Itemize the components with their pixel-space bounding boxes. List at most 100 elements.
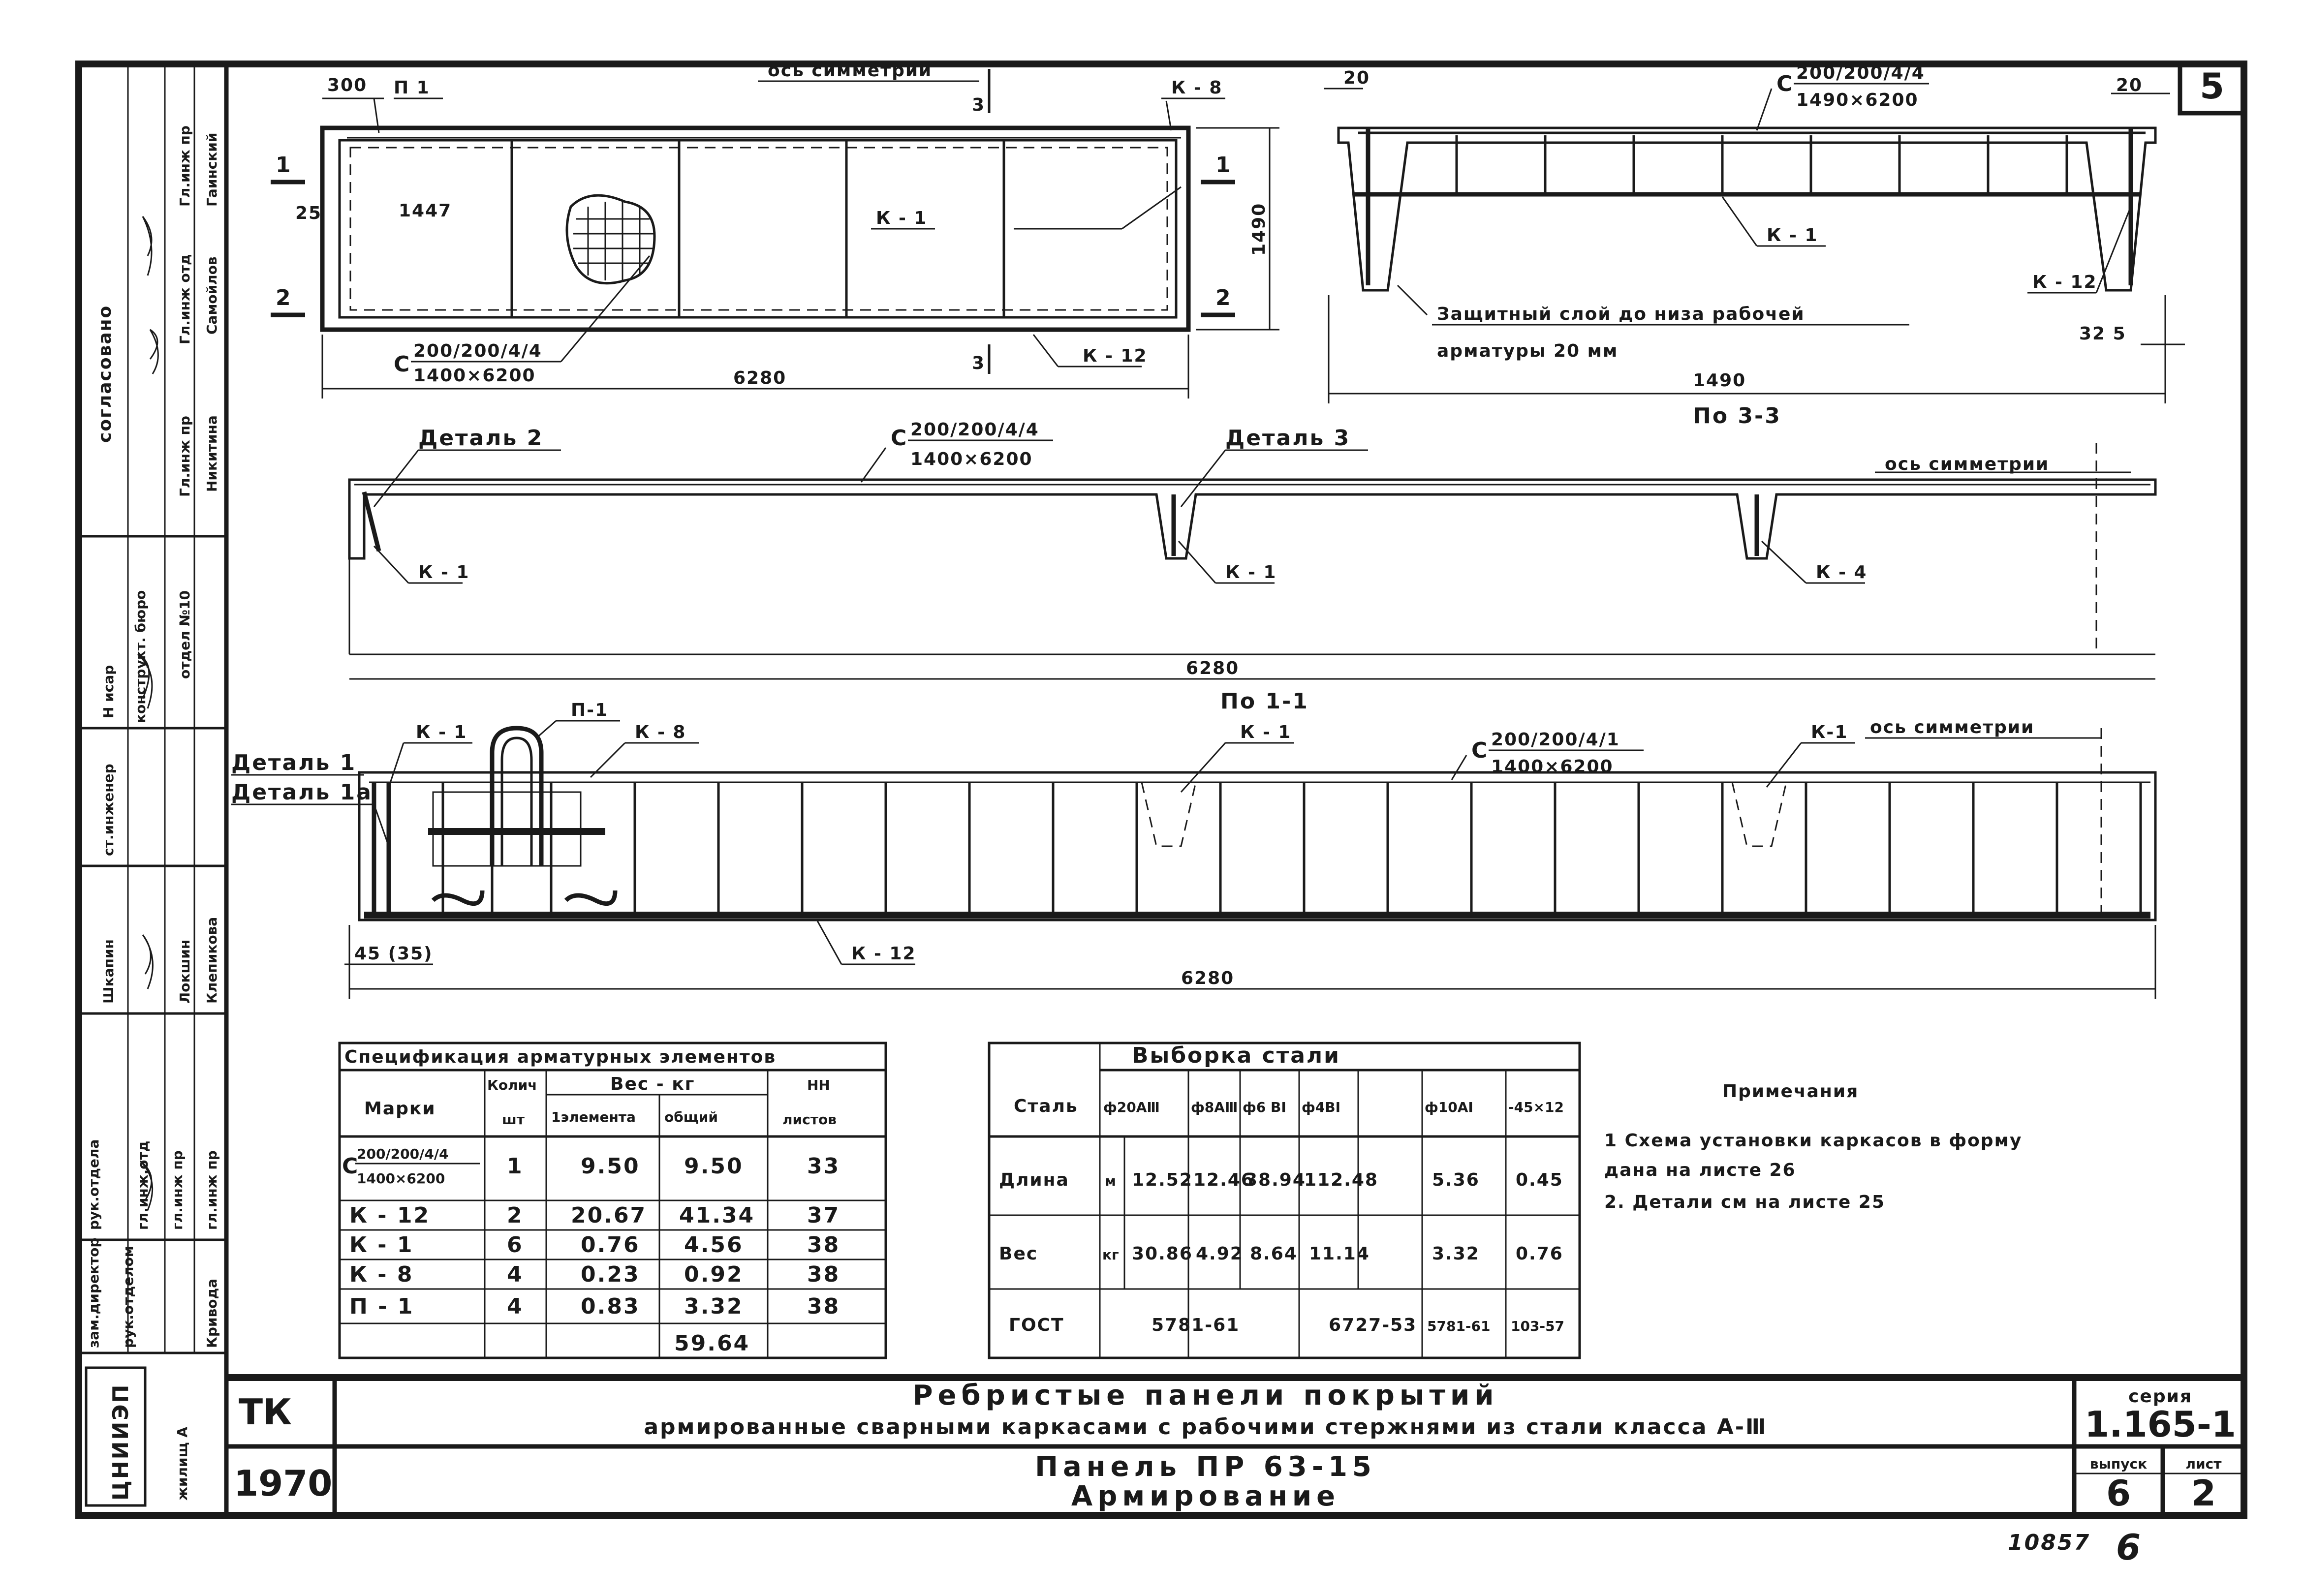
long-outline bbox=[348, 478, 2157, 560]
signature-5 bbox=[139, 1160, 154, 1211]
spec-h-weight: Вес - кг bbox=[610, 1074, 695, 1094]
section11-title: По 1-1 bbox=[1220, 689, 1309, 714]
spec-r1-sheet: 33 bbox=[807, 1154, 840, 1179]
section11-k1-left: К - 1 bbox=[416, 722, 467, 742]
spec-r1-prefix: С bbox=[342, 1154, 359, 1179]
steel-length-unit: м bbox=[1105, 1173, 1116, 1189]
steel-gost-label: ГОСТ bbox=[1009, 1315, 1064, 1335]
long-k1-mid: К - 1 bbox=[1225, 562, 1277, 583]
steel-col-1: ф20АⅢ bbox=[1103, 1099, 1160, 1115]
section-3-3: 20 20 С 200/200/4/4 1490×6200 К - 1 К - … bbox=[1324, 63, 2185, 429]
steel-weight-label: Вес bbox=[999, 1244, 1038, 1264]
plan-section3-top: 3 bbox=[972, 95, 985, 115]
steel-weight-1: 30.86 bbox=[1132, 1244, 1193, 1264]
stamp-name-2: Самойлов bbox=[204, 256, 220, 335]
steel-length-6: 0.45 bbox=[1516, 1170, 1563, 1190]
stamp-role-3: Гл.инж пр bbox=[177, 416, 193, 497]
stamp-number: 10857 bbox=[2008, 1530, 2090, 1555]
section11-k8: К - 8 bbox=[635, 722, 686, 742]
section33-k12: К - 12 bbox=[2032, 272, 2097, 292]
plan-mesh-top: 200/200/4/4 bbox=[413, 341, 542, 361]
spec-title: Спецификация арматурных элементов bbox=[344, 1047, 776, 1067]
note-1b: дана на листе 26 bbox=[1604, 1160, 1796, 1180]
section-1-1: По 1-1 bbox=[231, 689, 2157, 999]
plan-dim-1490: 1490 bbox=[1249, 203, 1269, 256]
steel-h-steel: Сталь bbox=[1014, 1096, 1078, 1116]
section11-dim-6280: 6280 bbox=[1181, 968, 1234, 988]
issue-value: 6 bbox=[2106, 1473, 2131, 1514]
spec-r5-sheet: 38 bbox=[807, 1294, 840, 1319]
spec-r4-mark: К - 8 bbox=[349, 1262, 413, 1287]
stamp-role-1: Гл.инж пр bbox=[177, 125, 193, 207]
steel-length-5: 5.36 bbox=[1432, 1170, 1480, 1190]
spec-h-qty: Колич bbox=[487, 1077, 537, 1093]
title-year: 1970 bbox=[234, 1463, 332, 1504]
section33-k1: К - 1 bbox=[1767, 225, 1818, 246]
stamp-header: согласовано bbox=[95, 305, 115, 443]
title-tk: ТК bbox=[239, 1391, 292, 1433]
spec-r5-total: 3.32 bbox=[684, 1294, 744, 1319]
section11-p1: П-1 bbox=[571, 700, 608, 720]
steel-length-4: 112.48 bbox=[1304, 1170, 1378, 1190]
title-line-1: Ребристые панели покрытий bbox=[913, 1380, 1499, 1412]
stamp-role-g: Кривода bbox=[204, 1279, 220, 1348]
section11-rib-1 bbox=[1141, 782, 1197, 847]
steel-length-label: Длина bbox=[999, 1170, 1069, 1190]
loop-p1 bbox=[428, 726, 618, 906]
stamp-role-d: гл.инж пр bbox=[204, 1150, 220, 1230]
section11-mesh-prefix: С bbox=[1471, 738, 1489, 763]
spec-r4-per: 0.23 bbox=[581, 1262, 640, 1287]
org-sub: жилищ А bbox=[174, 1427, 190, 1501]
issue-label: выпуск bbox=[2090, 1456, 2147, 1472]
section11-rib-2 bbox=[1731, 782, 1787, 847]
spec-h-sheets-sub: листов bbox=[782, 1111, 837, 1128]
plan-dim-300: 300 bbox=[327, 75, 367, 95]
mesh-hatch bbox=[565, 194, 656, 285]
plan-dim-1447: 1447 bbox=[399, 201, 452, 221]
plan-inner bbox=[338, 139, 1178, 319]
steel-weight-unit: кг bbox=[1102, 1247, 1119, 1263]
spec-h-qty-unit: шт bbox=[502, 1111, 525, 1128]
stamp-staff-1: ст.инженер bbox=[100, 764, 117, 856]
org-name: ЦНИИЭП bbox=[108, 1383, 133, 1501]
long-mesh-bottom: 1400×6200 bbox=[910, 449, 1033, 469]
spec-r3-sheet: 38 bbox=[807, 1232, 840, 1258]
signature-4 bbox=[142, 934, 154, 989]
org-logo bbox=[85, 1366, 147, 1507]
note-2: 2. Детали см на листе 25 bbox=[1604, 1192, 1885, 1212]
section33-mesh-bottom: 1490×6200 bbox=[1796, 90, 1919, 110]
signature-2 bbox=[149, 329, 159, 374]
plan-outline bbox=[320, 125, 1191, 332]
title-line-2: армированные сварными каркасами с рабочи… bbox=[644, 1414, 1767, 1440]
plan-label-k12: К - 12 bbox=[1083, 346, 1148, 366]
section33-outline bbox=[1337, 126, 2157, 292]
plan-section1-left: 1 bbox=[276, 153, 292, 178]
plan-dim-25: 25 bbox=[295, 203, 322, 223]
spec-h-mark: Марки bbox=[364, 1099, 436, 1119]
section11-detail1a: Деталь 1а bbox=[231, 780, 373, 805]
steel-gost-2: 6727-53 bbox=[1329, 1315, 1417, 1335]
plan-dim-6280: 6280 bbox=[733, 368, 786, 388]
steel-weight-6: 0.76 bbox=[1516, 1244, 1563, 1264]
spec-r2-sheet: 37 bbox=[807, 1203, 840, 1228]
plan-axis-label: ось симметрии bbox=[768, 61, 932, 81]
spec-r3-total: 4.56 bbox=[684, 1232, 744, 1258]
section11-mesh-bottom: 1400×6200 bbox=[1491, 757, 1614, 777]
section33-title: По 3-3 bbox=[1693, 403, 1781, 429]
sheet-value: 2 bbox=[2191, 1473, 2216, 1514]
sheet-number: 5 bbox=[2200, 65, 2224, 107]
section33-mesh-top: 200/200/4/4 bbox=[1796, 63, 1925, 83]
stamp-staff-2: Шкапин bbox=[100, 939, 117, 1004]
spec-r5-qty: 4 bbox=[507, 1294, 524, 1319]
stamp-dept-1: отдел №10 bbox=[177, 590, 193, 679]
spec-r3-mark: К - 1 bbox=[349, 1232, 413, 1258]
steel-col-5: ф10АI bbox=[1425, 1099, 1473, 1115]
long-detail2: Деталь 2 bbox=[418, 426, 543, 451]
stamp-staff-3: Локшин bbox=[177, 940, 193, 1004]
spec-r4-qty: 4 bbox=[507, 1262, 524, 1287]
side-stamp: согласовано Гаинский Самойлов Никитина Г… bbox=[79, 64, 226, 1507]
sheet-number-box bbox=[2178, 61, 2246, 116]
spec-h-per: 1элемента bbox=[551, 1109, 636, 1125]
steel-weight-3: 8.64 bbox=[1250, 1244, 1298, 1264]
